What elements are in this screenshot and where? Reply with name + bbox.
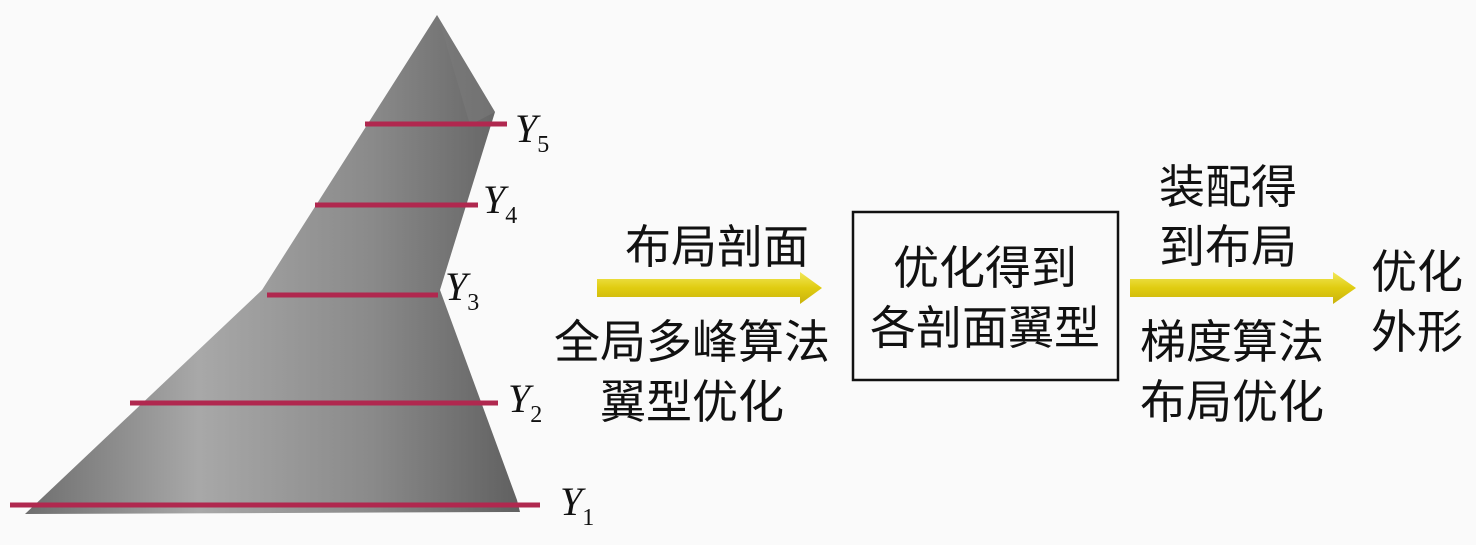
step1-bottom-line1: 全局多峰算法 [554, 315, 830, 369]
wing-body [25, 15, 520, 514]
result-line2: 外形 [1371, 305, 1463, 359]
section-label-y5: Y5 [515, 106, 549, 158]
section-label-y1: Y1 [560, 479, 594, 531]
step2-bottom-line2: 布局优化 [1140, 375, 1324, 429]
step2-top-line2: 到布局 [1159, 220, 1297, 274]
section-label-y3: Y3 [445, 264, 479, 316]
step1-top-label: 布局剖面 [625, 220, 809, 274]
step2-top-line1: 装配得 [1159, 160, 1297, 214]
wing-planform [25, 15, 520, 514]
arrow-step2 [1130, 272, 1356, 304]
step1-bottom-line2: 翼型优化 [600, 375, 784, 429]
section-label-y2: Y2 [508, 376, 542, 428]
result-line1: 优化 [1371, 245, 1463, 299]
step2-bottom-line1: 梯度算法 [1140, 315, 1324, 369]
arrow-step1 [597, 272, 822, 304]
wing-tip-face [437, 15, 495, 125]
result-box [851, 210, 1120, 382]
section-lines [10, 121, 540, 508]
section-label-y4: Y4 [483, 177, 517, 229]
box-line2: 各剖面翼型 [870, 301, 1100, 355]
box-line1: 优化得到 [893, 241, 1077, 295]
